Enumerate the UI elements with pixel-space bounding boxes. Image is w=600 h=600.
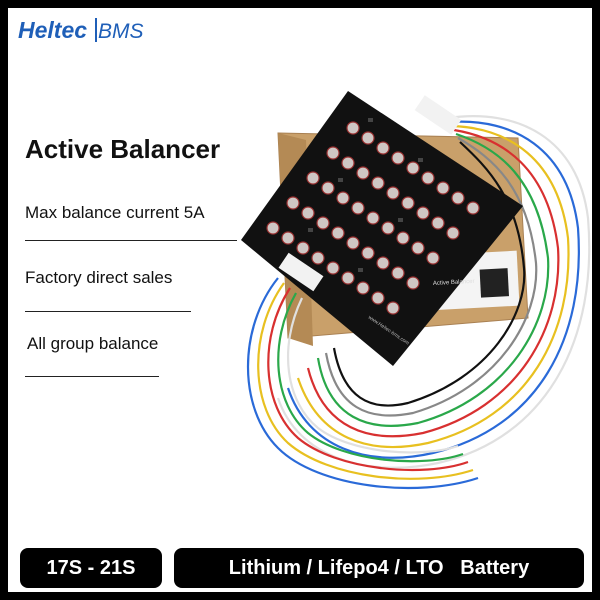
feature-factory-direct: Factory direct sales [25, 268, 173, 287]
series-range-badge: 17S - 21S [20, 548, 162, 588]
svg-text:Heltec: Heltec [18, 17, 87, 43]
product-frame: Heltec BMS Active Balancer Max balance c… [8, 8, 592, 592]
divider [25, 376, 159, 377]
board-label: Active Balancer [433, 279, 475, 287]
bottom-connector [278, 252, 324, 292]
divider [25, 311, 191, 312]
wire-bundle [247, 115, 591, 490]
divider [25, 240, 237, 241]
product-photo: Active Balancer www.Heltec-bms.com [241, 91, 591, 490]
qr-code [479, 268, 509, 298]
brand-logo: Heltec BMS [12, 12, 158, 48]
series-range-text: 17S - 21S [46, 556, 136, 579]
svg-text:BMS: BMS [98, 20, 144, 43]
battery-types-badge: Lithium / Lifepo4 / LTO Battery [174, 548, 584, 588]
feature-group-balance: All group balance [27, 334, 159, 353]
capacitor-array [266, 118, 480, 315]
page-title: Active Balancer [25, 134, 221, 164]
battery-types-text: Lithium / Lifepo4 / LTO Battery [228, 556, 530, 579]
logo-graphic: Heltec BMS [18, 17, 144, 43]
feature-balance-current: Max balance current 5A [25, 203, 205, 222]
top-connector [414, 95, 462, 135]
